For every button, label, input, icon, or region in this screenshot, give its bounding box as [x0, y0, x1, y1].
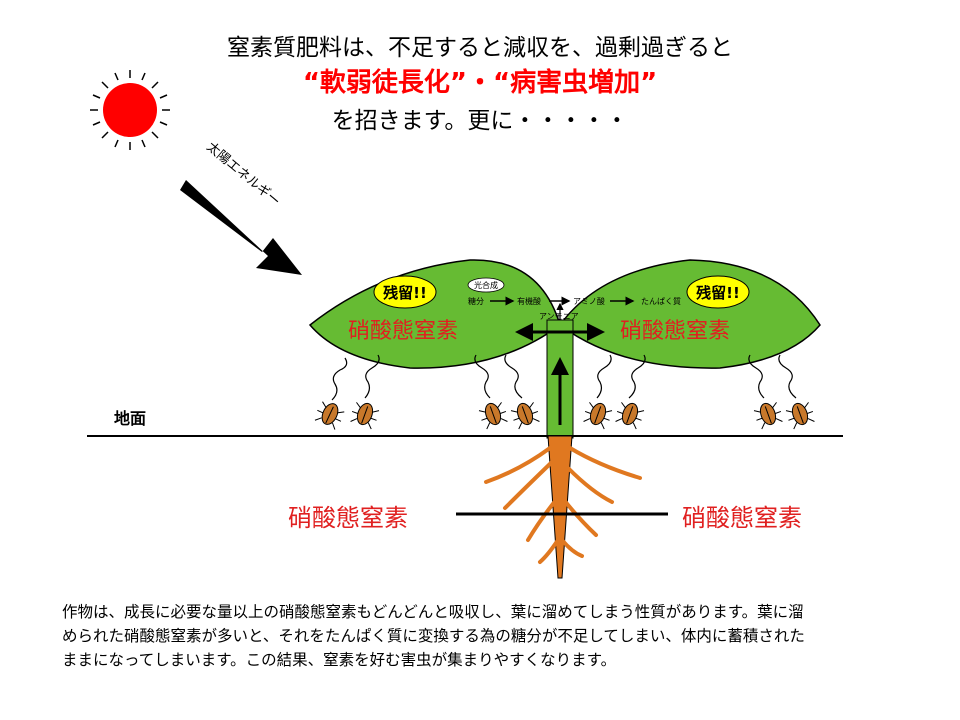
soil-nitrate-left: 硝酸態窒素: [288, 504, 408, 532]
residue-badge-right-text: 残留!!: [696, 284, 740, 302]
photosynthesis-bubble: [467, 277, 505, 293]
ground-label: 地面: [114, 409, 146, 428]
heading-line-1: 窒素質肥料は、不足すると減収を、過剰過ぎると: [227, 35, 733, 61]
explanation-line-2: められた硝酸態窒素が多いと、それをたんぱく質に変換する為の糖分が不足してしまい、…: [62, 627, 805, 645]
leaf-left-nitrate: 硝酸態窒素: [348, 319, 458, 344]
roots: [484, 435, 642, 579]
sunlight-arrow-icon: [180, 180, 302, 275]
explanation-line-1: 作物は、成長に必要な量以上の硝酸態窒素もどんどんと吸収し、葉に溜めてしまう性質が…: [62, 603, 804, 621]
heading-line-2: “軟弱徒長化”・“病害虫増加”: [302, 68, 658, 98]
residue-badge-left: [373, 275, 437, 309]
pathway-protein: たんぱく質: [641, 296, 681, 306]
insects: [312, 354, 817, 431]
sun-icon: [90, 70, 170, 150]
explanation-line-3: ままになってしまいます。この結果、窒素を好む害虫が集まりやすくなります。: [62, 651, 617, 669]
pathway-ammonia: アンモニア: [539, 312, 579, 321]
residue-badge-left-text: 残留!!: [383, 284, 427, 302]
leaf-right-nitrate: 硝酸態窒素: [620, 319, 730, 344]
pathway-amino-acid: アミノ酸: [573, 296, 605, 306]
leaf-left: [308, 259, 561, 369]
pathway-sugar: 糖分: [468, 296, 484, 306]
photosynthesis-label: 光合成: [474, 280, 498, 290]
soil-nitrate-right: 硝酸態窒素: [682, 504, 802, 532]
leaf-right: [558, 259, 821, 369]
pathway-organic-acid: 有機酸: [517, 296, 541, 306]
sun-arrow-label: 太陽エネルギー: [203, 140, 282, 210]
explanation-paragraph: 作物は、成長に必要な量以上の硝酸態窒素もどんどんと吸収し、葉に溜めてしまう性質が…: [62, 600, 902, 672]
residue-badge-right: [686, 275, 750, 309]
heading-line-3: を招きます。更に・・・・・: [331, 108, 629, 134]
